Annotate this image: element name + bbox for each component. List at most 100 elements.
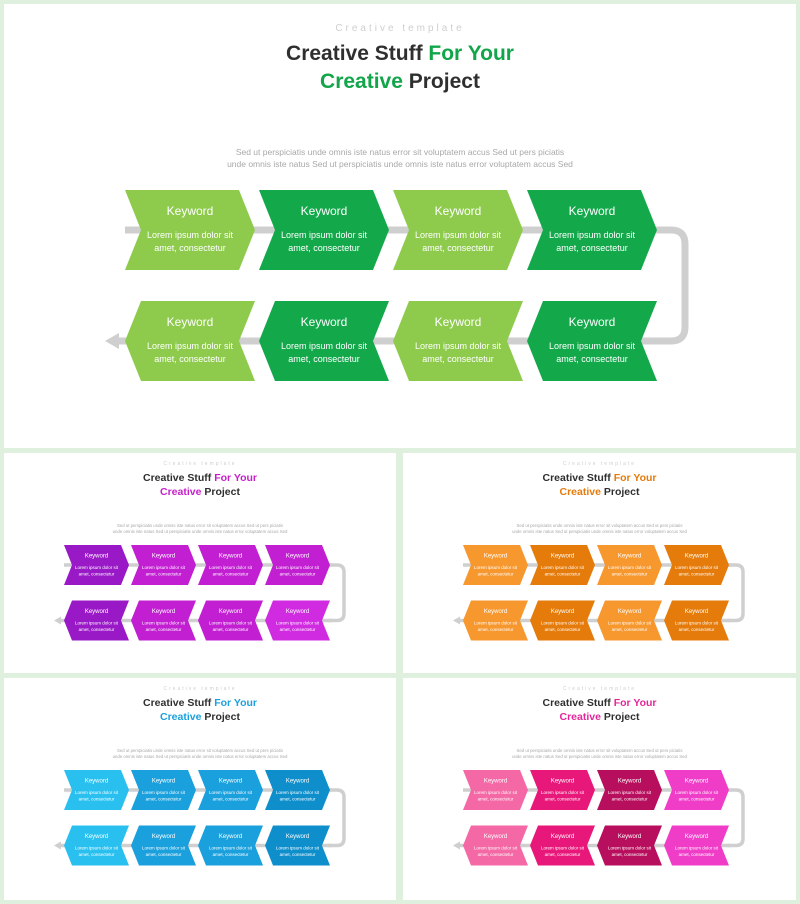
slide-title: Creative Stuff For Your Creative Project bbox=[403, 696, 796, 724]
step-text-line-2: amet, consectetur bbox=[213, 627, 249, 632]
title-accent: Creative bbox=[320, 70, 403, 93]
step-text-line-2: amet, consectetur bbox=[612, 572, 648, 577]
title-part: Project bbox=[600, 711, 640, 723]
chevron-shape bbox=[64, 825, 129, 866]
chevron-shape bbox=[131, 600, 196, 641]
step-text-line-2: amet, consectetur bbox=[280, 797, 316, 802]
title-accent: Creative bbox=[160, 486, 202, 498]
step-text-line-2: amet, consectetur bbox=[146, 627, 182, 632]
step-text-line-1: Lorem ipsum dolor sit bbox=[675, 846, 719, 851]
step-keyword: Keyword bbox=[618, 779, 641, 785]
title-accent: For Your bbox=[214, 697, 257, 709]
title-accent: Creative bbox=[559, 711, 601, 723]
step-keyword: Keyword bbox=[618, 834, 641, 840]
step-text-line-1: Lorem ipsum dolor sit bbox=[276, 565, 320, 570]
title-part: Creative Stuff bbox=[542, 697, 614, 709]
slide-description: Sed ut perspiciatis unde omnis iste natu… bbox=[4, 146, 796, 170]
step-text-line-1: Lorem ipsum dolor sit bbox=[276, 790, 320, 795]
step-text-line-2: amet, consectetur bbox=[478, 627, 514, 632]
step-text-line-1: Lorem ipsum dolor sit bbox=[209, 621, 253, 626]
step-text-line-2: amet, consectetur bbox=[556, 243, 628, 253]
step-keyword: Keyword bbox=[551, 779, 574, 785]
chevron-shape bbox=[527, 190, 657, 270]
desc-line-1: Sed ut perspiciatis unde omnis iste natu… bbox=[516, 523, 683, 528]
step-text-line-2: amet, consectetur bbox=[154, 243, 226, 253]
title-accent: For Your bbox=[428, 42, 514, 65]
step-keyword: Keyword bbox=[569, 315, 616, 329]
chevron-shape bbox=[265, 825, 330, 866]
chevron-shape bbox=[664, 600, 729, 641]
step-keyword: Keyword bbox=[484, 834, 507, 840]
step-keyword: Keyword bbox=[618, 609, 641, 615]
step-text-line-2: amet, consectetur bbox=[545, 852, 581, 857]
variant-slide-orange: Creative template Creative Stuff For You… bbox=[403, 453, 796, 673]
step-text-line-1: Lorem ipsum dolor sit bbox=[549, 230, 636, 240]
step-keyword: Keyword bbox=[219, 609, 242, 615]
step-keyword: Keyword bbox=[435, 204, 482, 218]
step-text-line-2: amet, consectetur bbox=[280, 852, 316, 857]
step-text-line-1: Lorem ipsum dolor sit bbox=[608, 846, 652, 851]
step-keyword: Keyword bbox=[685, 554, 708, 560]
step-keyword: Keyword bbox=[551, 554, 574, 560]
slide-description: Sed ut perspiciatis unde omnis iste natu… bbox=[403, 748, 796, 760]
title-accent: Creative bbox=[160, 711, 202, 723]
step-keyword: Keyword bbox=[167, 315, 214, 329]
step-keyword: Keyword bbox=[484, 554, 507, 560]
connector-curve bbox=[328, 563, 346, 623]
chevron-shape bbox=[64, 600, 129, 641]
step-keyword: Keyword bbox=[618, 554, 641, 560]
step-keyword: Keyword bbox=[435, 315, 482, 329]
step-keyword: Keyword bbox=[85, 554, 108, 560]
chevron-shape bbox=[463, 825, 528, 866]
step-keyword: Keyword bbox=[152, 834, 175, 840]
step-text-line-1: Lorem ipsum dolor sit bbox=[75, 846, 119, 851]
chevron-shape bbox=[664, 770, 729, 810]
title-part: Creative Stuff bbox=[143, 472, 215, 484]
chevron-shape bbox=[131, 770, 196, 810]
step-keyword: Keyword bbox=[551, 834, 574, 840]
chevron-shape bbox=[198, 825, 263, 866]
step-text-line-2: amet, consectetur bbox=[79, 797, 115, 802]
step-text-line-1: Lorem ipsum dolor sit bbox=[209, 790, 253, 795]
step-text-line-2: amet, consectetur bbox=[679, 852, 715, 857]
step-text-line-1: Lorem ipsum dolor sit bbox=[549, 341, 636, 351]
slide-description: Sed ut perspiciatis unde omnis iste natu… bbox=[4, 523, 396, 535]
step-text-line-2: amet, consectetur bbox=[679, 627, 715, 632]
chevron-shape bbox=[463, 545, 528, 585]
slide-title: Creative Stuff For Your Creative Project bbox=[4, 696, 396, 724]
step-keyword: Keyword bbox=[301, 204, 348, 218]
chevron-shape bbox=[463, 770, 528, 810]
step-text-line-2: amet, consectetur bbox=[79, 627, 115, 632]
chevron-shape bbox=[125, 190, 255, 270]
title-part: Project bbox=[402, 70, 480, 93]
step-keyword: Keyword bbox=[85, 779, 108, 785]
desc-line-1: Sed ut perspiciatis unde omnis iste natu… bbox=[117, 748, 283, 753]
desc-line-2: unde omnis iste natus Sed ut perspiciati… bbox=[512, 529, 687, 534]
chevron-shape bbox=[198, 770, 263, 810]
chevron-shape bbox=[265, 770, 330, 810]
step-keyword: Keyword bbox=[685, 779, 708, 785]
step-text-line-1: Lorem ipsum dolor sit bbox=[75, 790, 119, 795]
step-text-line-2: amet, consectetur bbox=[213, 797, 249, 802]
title-part: Creative Stuff bbox=[286, 42, 429, 65]
step-text-line-1: Lorem ipsum dolor sit bbox=[608, 621, 652, 626]
step-keyword: Keyword bbox=[286, 834, 309, 840]
desc-line-2: unde omnis iste natus Sed ut perspiciati… bbox=[112, 754, 288, 759]
step-text-line-2: amet, consectetur bbox=[79, 852, 115, 857]
step-text-line-2: amet, consectetur bbox=[679, 797, 715, 802]
step-keyword: Keyword bbox=[685, 834, 708, 840]
